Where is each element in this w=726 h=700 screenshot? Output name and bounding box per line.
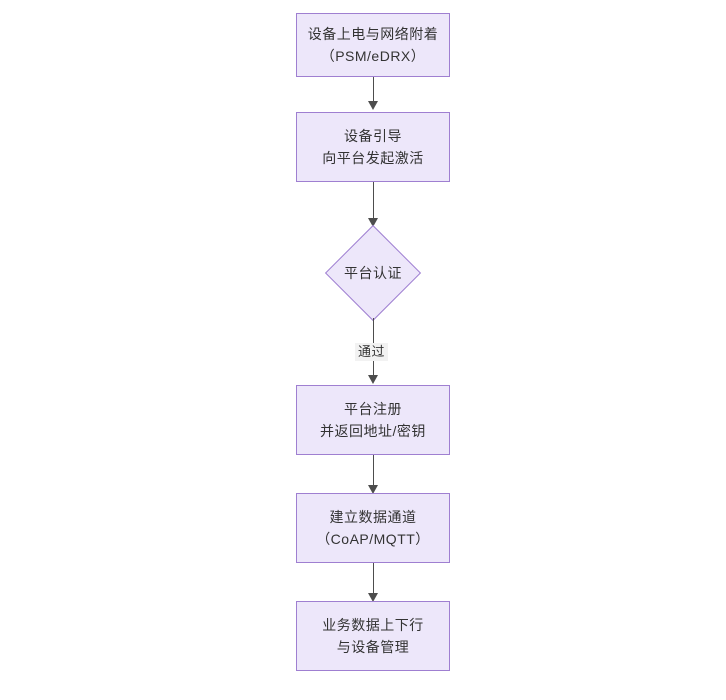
flow-node-power-on[interactable]: 设备上电与网络附着 （PSM/eDRX）	[296, 13, 450, 77]
arrowhead-data-channel-to-business-data	[368, 593, 378, 602]
arrowhead-bootstrap-to-platform-auth	[368, 218, 378, 227]
flow-node-power-on-line2: （PSM/eDRX）	[320, 48, 426, 64]
flow-node-platform-auth[interactable]: 平台认证	[324, 224, 422, 322]
flow-node-platform-auth-label: 平台认证	[344, 265, 402, 281]
flow-node-bootstrap-line2: 向平台发起激活	[322, 150, 424, 166]
flow-node-platform-register-line2: 并返回地址/密钥	[320, 423, 426, 439]
connector-platform-register-to-data-channel	[373, 455, 374, 487]
flow-node-bootstrap-line1: 设备引导	[344, 128, 402, 144]
connector-data-channel-to-business-data	[373, 563, 374, 595]
flow-node-data-channel-line1: 建立数据通道	[329, 509, 417, 525]
flow-node-power-on-line1: 设备上电与网络附着	[307, 26, 439, 42]
flow-node-business-data-line2: 与设备管理	[336, 639, 410, 655]
flow-node-platform-register[interactable]: 平台注册 并返回地址/密钥	[296, 385, 450, 455]
connector-power-on-to-bootstrap	[373, 77, 374, 103]
edge-label-pass: 通过	[355, 343, 389, 361]
flow-node-data-channel-line2: （CoAP/MQTT）	[316, 531, 430, 547]
flow-node-business-data-line1: 业务数据上下行	[322, 617, 424, 633]
arrowhead-power-on-to-bootstrap	[368, 101, 378, 110]
flow-node-data-channel[interactable]: 建立数据通道 （CoAP/MQTT）	[296, 493, 450, 563]
flow-node-bootstrap[interactable]: 设备引导 向平台发起激活	[296, 112, 450, 182]
flow-node-business-data[interactable]: 业务数据上下行 与设备管理	[296, 601, 450, 671]
arrowhead-platform-register-to-data-channel	[368, 485, 378, 494]
arrowhead-platform-auth-to-platform-register	[368, 375, 378, 384]
flow-node-platform-register-line1: 平台注册	[344, 401, 402, 417]
connector-bootstrap-to-platform-auth	[373, 182, 374, 220]
